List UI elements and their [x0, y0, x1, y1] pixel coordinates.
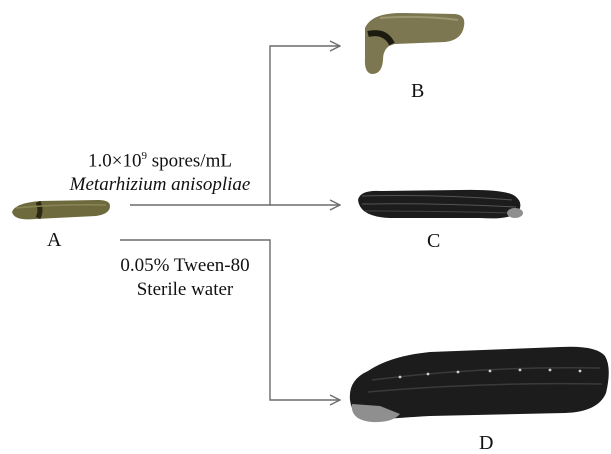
treatment-concentration: 1.0×109 spores/mL: [40, 144, 280, 173]
larva-d-image: [350, 347, 609, 422]
larva-b-image: [365, 13, 464, 74]
control-line1: 0.05% Tween-80: [80, 254, 290, 278]
treatment-label: 1.0×109 spores/mL Metarhizium anisopliae: [40, 144, 280, 197]
larva-a-image: [12, 200, 110, 219]
larva-c-image: [358, 190, 523, 219]
label-b: B: [411, 80, 424, 102]
label-d: D: [479, 432, 493, 454]
label-a: A: [47, 229, 61, 251]
arrows: [120, 46, 340, 400]
label-c: C: [427, 230, 440, 252]
control-label: 0.05% Tween-80 Sterile water: [80, 254, 290, 302]
treatment-species: Metarhizium anisopliae: [40, 173, 280, 197]
control-line2: Sterile water: [80, 278, 290, 302]
